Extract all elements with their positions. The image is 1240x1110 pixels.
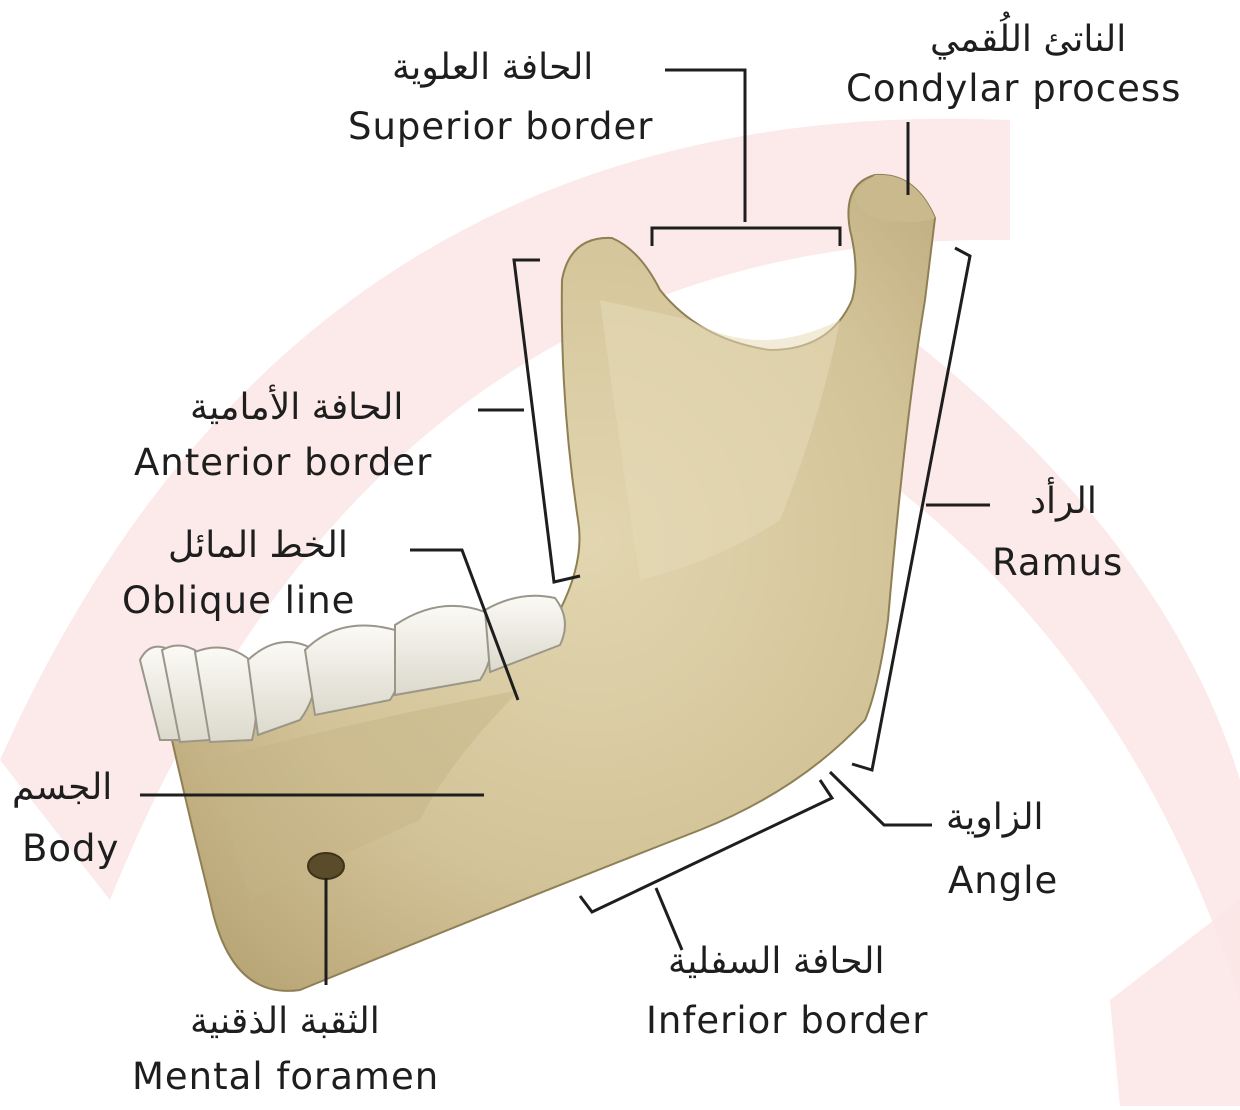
superior-border-label-ar: الحافة العلوية <box>392 50 593 86</box>
ramus-label-en: Ramus <box>992 544 1123 581</box>
anterior-border-label-en: Anterior border <box>134 444 432 481</box>
inferior-border-label-ar: الحافة السفلية <box>668 944 885 980</box>
oblique-line-label-ar: الخط المائل <box>168 528 348 564</box>
angle-label-en: Angle <box>948 862 1058 899</box>
angle-leader <box>830 772 932 825</box>
angle-label-ar: الزاوية <box>946 800 1044 836</box>
anterior-border-label-ar: الحافة الأمامية <box>190 390 403 426</box>
inferior-border-label-en: Inferior border <box>646 1002 928 1039</box>
mental-foramen-label-ar: الثقبة الذقنية <box>190 1004 380 1040</box>
condylar-process-label-en: Condylar process <box>846 70 1181 107</box>
oblique-line-label-en: Oblique line <box>122 582 355 619</box>
body-label-ar: الجسم <box>12 770 112 806</box>
mental-foramen-hole <box>308 853 344 879</box>
ramus-label-ar: الرأد <box>1030 484 1097 520</box>
condylar-process-label-ar: الناتئ اللُقمي <box>930 22 1126 58</box>
mental-foramen-label-en: Mental foramen <box>132 1058 439 1095</box>
body-label-en: Body <box>22 830 119 867</box>
superior-border-label-en: Superior border <box>348 108 653 145</box>
